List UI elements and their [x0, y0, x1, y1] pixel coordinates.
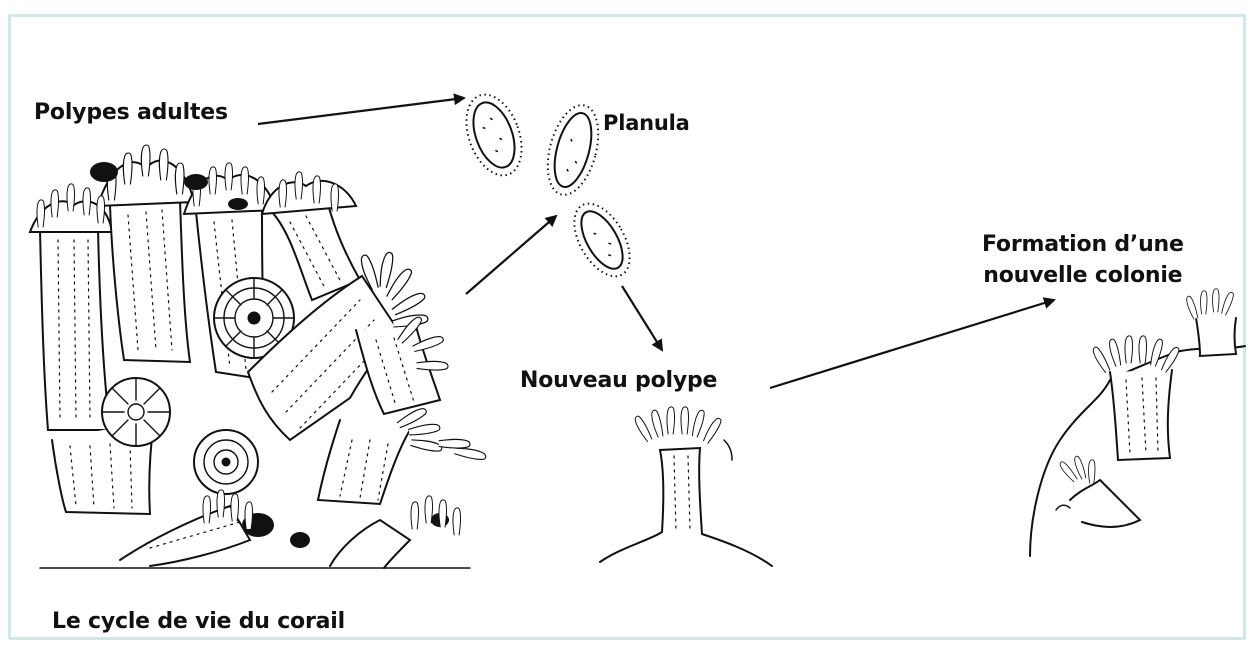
polyp-back-1: [30, 201, 112, 430]
adult-polyps-colony-illustration: [30, 145, 487, 568]
new-polyp-illustration: [600, 407, 772, 566]
planula-larva-1: [456, 87, 532, 183]
planula-larva-3: [563, 194, 641, 285]
label-new-colony: Formation d’une nouvelle colonie: [982, 229, 1184, 291]
label-new-colony-line-2: nouvelle colonie: [982, 260, 1184, 291]
arrow-colony-to-planula: [466, 216, 556, 294]
label-adult-polyps: Polypes adultes: [34, 100, 228, 125]
label-new-colony-line-1: Formation d’une: [982, 229, 1184, 260]
arrow-new-polyp-to-colony: [770, 300, 1054, 388]
arrow-adultes-to-planula: [258, 98, 464, 124]
arrow-planula-to-new-polyp: [622, 286, 662, 350]
polyp-right-2: [356, 315, 448, 414]
polyp-right-1: [318, 406, 487, 504]
new-colony-illustration: [1030, 289, 1245, 556]
polyp-back-4: [262, 181, 360, 300]
diagram-caption: Le cycle de vie du corail: [52, 609, 345, 634]
polyp-bottom-2: [330, 496, 461, 568]
label-new-polyp: Nouveau polype: [520, 368, 717, 393]
label-planula: Planula: [603, 111, 690, 135]
planula-larva-2: [539, 100, 607, 201]
polyp-top-view-2: [194, 430, 258, 494]
